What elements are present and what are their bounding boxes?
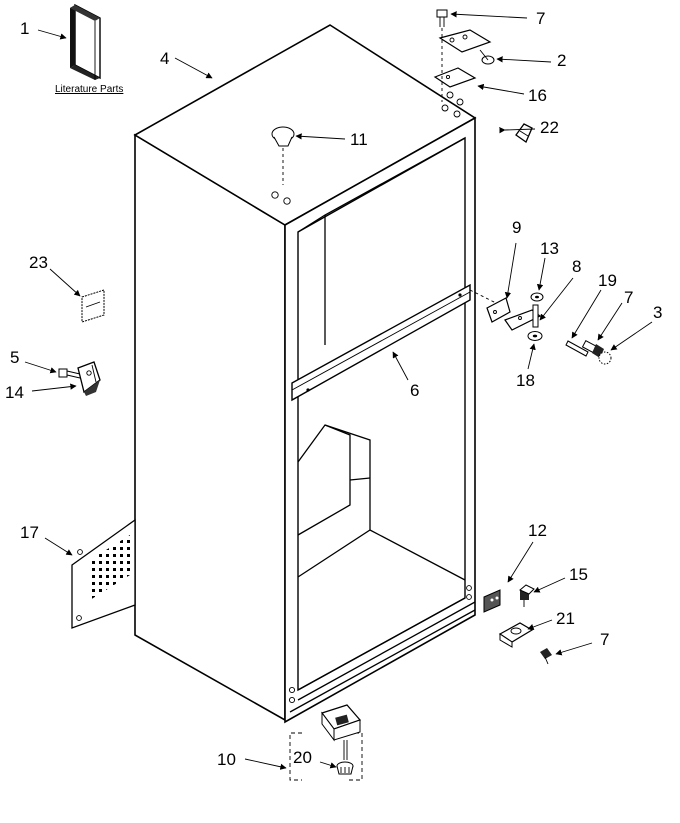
callout-21: 21: [556, 609, 575, 628]
washer-lower: [527, 331, 543, 341]
bracket-screw: [58, 368, 81, 379]
literature-parts-label: Literature Parts: [55, 84, 123, 95]
callout-11: 11: [350, 130, 368, 149]
refrigerator-cabinet: [133, 24, 477, 724]
hinge-screw-top: [436, 9, 448, 27]
callout-19: 19: [598, 271, 617, 290]
callout-4: 4: [160, 49, 169, 68]
callout-1: 1: [20, 19, 29, 38]
callout-7-center: 7: [624, 288, 633, 307]
callout-16: 16: [528, 86, 547, 105]
callout-20: 20: [293, 748, 312, 767]
leveling-leg-assembly: [289, 704, 363, 781]
hinge-screw-lower: [540, 648, 552, 665]
shoulder-screw: [565, 340, 589, 357]
hinge-shim: [433, 67, 477, 88]
callout-9: 9: [512, 218, 521, 237]
center-hinge-pin: [532, 304, 539, 328]
washer-upper: [530, 292, 544, 302]
hole-plug: [598, 351, 612, 365]
callout-18: 18: [516, 371, 535, 390]
top-plug: [271, 126, 295, 185]
callout-labels: 1 4 7 2 16 22 11 9 13 8 19 7 3 6 18 23 5…: [5, 9, 662, 769]
callout-7-top: 7: [536, 9, 545, 28]
lower-hinge-cover: [483, 589, 501, 613]
callout-15: 15: [569, 565, 588, 584]
center-hinge-bracket: [486, 297, 542, 331]
literature-booklet: [70, 3, 101, 80]
callout-10: 10: [217, 750, 236, 769]
lower-hinge: [498, 622, 534, 648]
rear-access-panel: [71, 518, 136, 629]
callout-8: 8: [572, 257, 581, 276]
callout-17: 17: [20, 523, 39, 542]
callout-7-lower: 7: [600, 630, 609, 649]
callout-13: 13: [540, 239, 559, 258]
rating-label: [81, 289, 105, 323]
callout-23: 23: [29, 253, 48, 272]
callout-22: 22: [540, 118, 559, 137]
callout-2: 2: [557, 51, 566, 70]
leveling-foot: [336, 761, 354, 775]
callout-3: 3: [653, 303, 662, 322]
callout-5: 5: [10, 348, 19, 367]
divider-rail: [291, 283, 471, 402]
callout-6: 6: [410, 381, 419, 400]
leader-lines: [24, 11, 653, 770]
mounting-bracket: [77, 361, 101, 396]
hinge-screw-center: [581, 340, 604, 358]
hinge-cover: [515, 123, 533, 143]
top-hinge: [438, 29, 495, 65]
callout-12: 12: [528, 521, 547, 540]
callout-14: 14: [5, 383, 24, 402]
leveling-bolt: [519, 584, 535, 607]
